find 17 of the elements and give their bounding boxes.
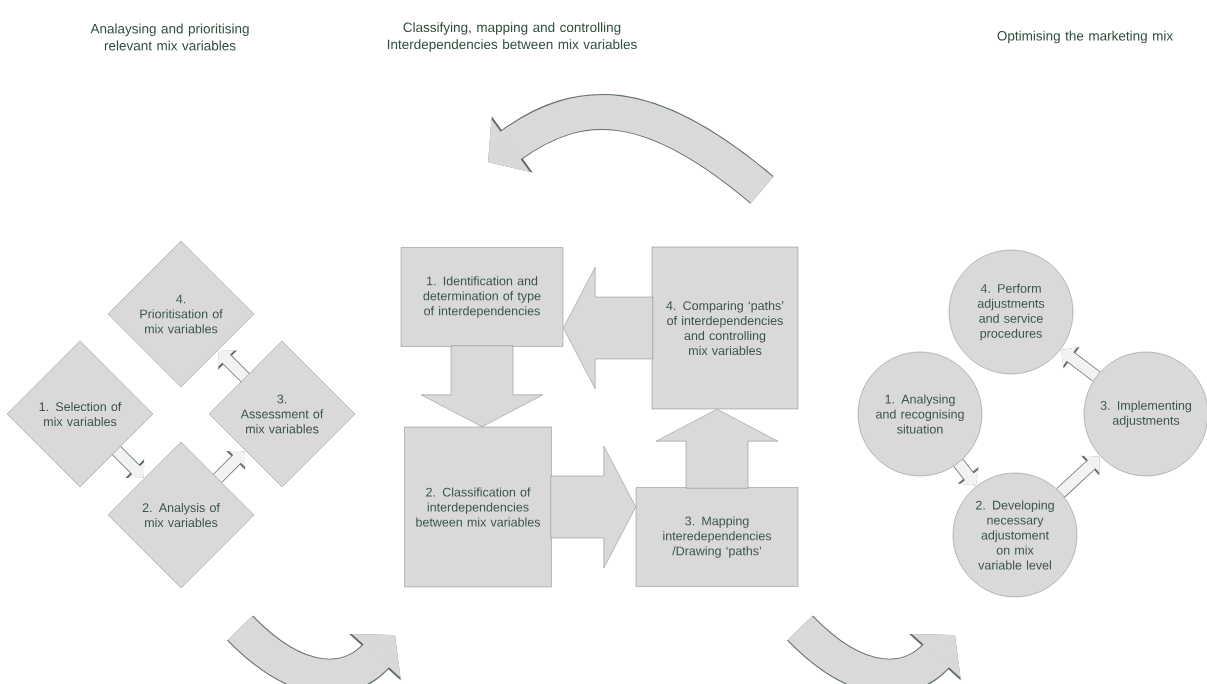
block-arrow: [953, 459, 979, 486]
block-arrow: [1056, 455, 1100, 498]
heading: Optimising the marketing mix: [997, 30, 1173, 44]
step-box: 2. Classification of interdependencies between mix variables: [404, 426, 552, 588]
heading: Analaysing and prioritising relevant mix variables: [90, 23, 249, 51]
block-arrow: [550, 445, 636, 569]
block-arrow: [1061, 347, 1101, 382]
step-box: 4. Comparing ‘paths’ of interdependencies and controlling mix variables: [651, 246, 799, 410]
block-arrow: [213, 450, 246, 483]
step-box: 3. Mapping interedependencies /Drawing ‘paths’: [635, 487, 799, 587]
block-arrow: [563, 266, 653, 390]
block-arrow: [217, 350, 250, 382]
block-arrow: [112, 446, 145, 479]
heading: Classifying, mapping and controlling Interdependencies between mix variables: [387, 22, 637, 52]
block-arrow: [655, 409, 779, 489]
block-arrow: [420, 345, 544, 427]
step-box: 1. Identification and determination of type of interdependencies: [400, 247, 564, 347]
